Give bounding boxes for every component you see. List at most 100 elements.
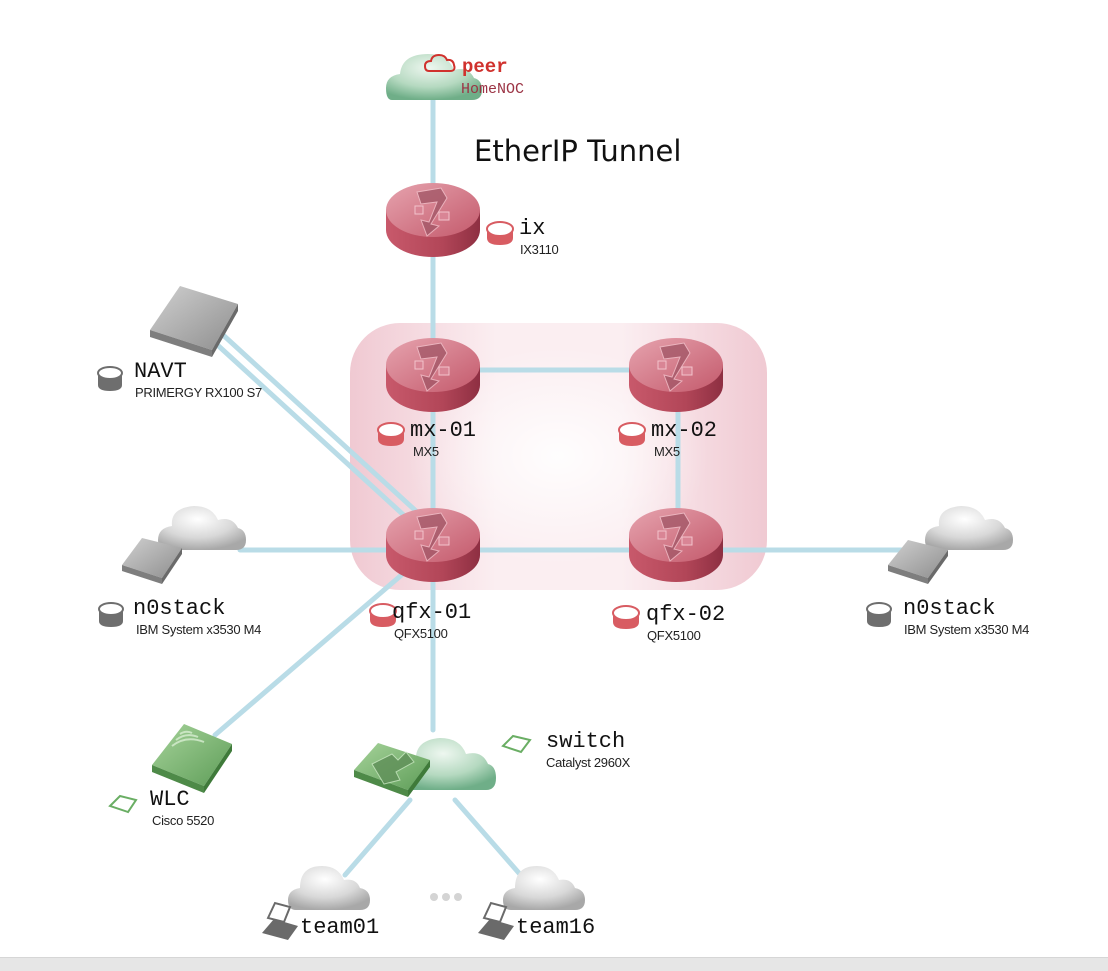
navt-model-label: PRIMERGY RX100 S7 xyxy=(135,385,262,400)
wlc-name-label: WLC xyxy=(150,787,190,812)
cloud-outline-icon xyxy=(423,53,456,72)
link-wlc-qfx01 xyxy=(212,569,408,738)
switch-badge-icon xyxy=(501,734,532,754)
bottom-scrollbar-area xyxy=(0,957,1108,971)
server-icon-side xyxy=(888,565,928,584)
cloud-icon xyxy=(386,54,482,100)
cloud-icon xyxy=(503,866,585,910)
n0stack-left-name-label: n0stack xyxy=(133,596,226,621)
cloud-icon xyxy=(400,738,496,790)
switch-icon-side xyxy=(354,770,408,797)
qfx01-model-label: QFX5100 xyxy=(394,626,448,641)
switch-badge-icon xyxy=(108,794,138,814)
peer-model-label: HomeNOC xyxy=(461,81,525,98)
wireless-waves-icon xyxy=(171,730,205,747)
navt-name-label: NAVT xyxy=(134,359,187,384)
router-arrow-tail xyxy=(681,536,693,546)
cloud-icon xyxy=(288,866,370,910)
team01-node[interactable] xyxy=(288,866,370,910)
server-badge-icon xyxy=(97,366,123,391)
router-badge-icon xyxy=(618,422,646,446)
server-icon-edge xyxy=(162,548,182,584)
router-arrows-icon xyxy=(416,187,448,237)
peer-cloud-node[interactable] xyxy=(386,53,482,100)
ix-name-label: ix xyxy=(519,216,546,241)
n0stack-right-node[interactable] xyxy=(888,506,1013,584)
switch-node[interactable] xyxy=(354,738,496,797)
server-badge-icon xyxy=(98,602,124,627)
team01-name-label: team01 xyxy=(300,915,380,940)
router-arrow-tail xyxy=(438,536,450,546)
peer-name-label: peer xyxy=(462,56,508,78)
mx02-name-label: mx-02 xyxy=(651,418,718,443)
router-arrow-tail xyxy=(414,530,424,540)
router-icon xyxy=(386,338,480,392)
switch-icon-edge xyxy=(408,760,430,797)
router-icon xyxy=(629,338,723,392)
n0stack-left-node[interactable] xyxy=(122,506,246,584)
router-badge-icon xyxy=(486,221,514,245)
router-icon xyxy=(386,508,480,562)
mx02-model-label: MX5 xyxy=(654,444,680,459)
switch-arrows-icon xyxy=(371,751,415,785)
wlc-node[interactable] xyxy=(152,724,232,793)
router-arrow-tail xyxy=(414,205,424,215)
mx01-name-label: mx-01 xyxy=(410,418,477,443)
link-switch-team16 xyxy=(452,797,528,883)
switch-model-label: Catalyst 2960X xyxy=(546,755,630,770)
router-arrows-icon xyxy=(416,342,448,392)
n0stack-right-name-label: n0stack xyxy=(903,596,996,621)
router-arrow-tail xyxy=(657,530,667,540)
qfx02-name-label: qfx-02 xyxy=(646,602,726,627)
team16-node[interactable] xyxy=(503,866,585,910)
navt-server-node[interactable] xyxy=(150,286,238,357)
server-icon-edge xyxy=(928,550,948,584)
router-arrow-tail xyxy=(438,211,450,221)
team16-name-label: team16 xyxy=(516,915,596,940)
server-icon xyxy=(888,540,948,578)
wlc-model-label: Cisco 5520 xyxy=(152,813,215,828)
mx01-model-label: MX5 xyxy=(413,444,439,459)
qfx01-name-label: qfx-01 xyxy=(392,600,472,625)
wireless-controller-icon xyxy=(152,724,232,786)
server-icon xyxy=(122,538,182,578)
diagram-title: EtherIP Tunnel xyxy=(474,134,682,168)
switch-name-label: switch xyxy=(546,729,626,754)
router-badge-icon xyxy=(612,605,640,629)
router-arrows-icon xyxy=(659,512,691,562)
router-arrow-tail xyxy=(657,360,667,370)
server-icon-side xyxy=(122,565,162,584)
router-icon xyxy=(386,183,480,237)
cloud-icon xyxy=(925,506,1013,550)
router-arrow-tail xyxy=(681,366,693,376)
cloud-icon xyxy=(158,506,246,550)
router-mx01-node[interactable] xyxy=(386,338,480,412)
router-icon xyxy=(629,508,723,562)
n0stack-left-model-label: IBM System x3530 M4 xyxy=(136,622,262,637)
ellipsis-dots xyxy=(430,893,462,901)
router-badge-icon xyxy=(369,603,397,627)
server-badge-icon xyxy=(866,602,892,627)
link-navt-qfx01-b xyxy=(219,331,431,525)
server-icon-side xyxy=(150,330,212,357)
ix-model-label: IX3110 xyxy=(520,242,559,257)
laptop-icon xyxy=(478,901,514,940)
router-arrows-icon xyxy=(659,342,691,392)
router-arrow-tail xyxy=(414,360,424,370)
link-switch-team01 xyxy=(342,797,413,878)
wlc-icon-edge xyxy=(204,744,232,793)
router-qfx02-node[interactable] xyxy=(629,508,723,582)
qfx02-model-label: QFX5100 xyxy=(647,628,701,643)
server-icon xyxy=(150,286,238,350)
router-qfx01-node[interactable] xyxy=(386,508,480,582)
router-badge-icon xyxy=(377,422,405,446)
n0stack-right-model-label: IBM System x3530 M4 xyxy=(904,622,1030,637)
server-icon-edge xyxy=(212,304,238,357)
router-arrows-icon xyxy=(416,512,448,562)
router-group-glow xyxy=(408,346,708,566)
router-ix-node[interactable] xyxy=(386,183,480,257)
laptop-icon xyxy=(262,901,298,940)
router-mx02-node[interactable] xyxy=(629,338,723,412)
router-arrow-tail xyxy=(438,366,450,376)
